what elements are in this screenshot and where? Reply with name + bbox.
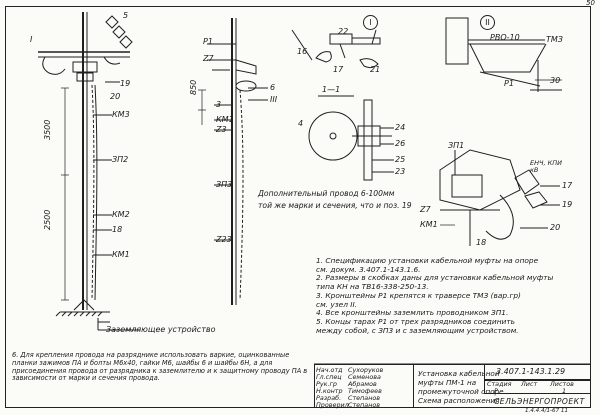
sheets-value: 1 bbox=[562, 387, 567, 395]
role-6: Проверил bbox=[316, 401, 349, 409]
stage-row bbox=[484, 380, 591, 394]
label-km2: КМ2 bbox=[112, 210, 130, 219]
label-km1-c: КМ1 bbox=[420, 220, 438, 229]
label-zp3: ЗП3 bbox=[216, 180, 233, 189]
note-line-2: см. докум. 3.407.1-143.1.6. bbox=[316, 264, 421, 274]
org-name: СЕЛЬЭНЕРГОПРОЕКТ bbox=[494, 397, 585, 406]
role-2: Гл.спец bbox=[316, 373, 342, 381]
dim-3500: 3500 bbox=[43, 119, 52, 140]
note-line-4: типа КН на ТВ16-338-250-13. bbox=[316, 282, 429, 292]
label-n30: 30 bbox=[550, 76, 561, 85]
dim-2500: 2500 bbox=[43, 209, 52, 230]
notes-block: 1. Спецификацию установки кабельной муфт… bbox=[316, 256, 588, 336]
label-n16: 16 bbox=[297, 47, 308, 56]
label-km1: КМ1 bbox=[112, 250, 130, 259]
role-4: Н.контр bbox=[316, 387, 343, 395]
col-sheets: Листов bbox=[550, 380, 574, 388]
col-stage: Стадия bbox=[487, 380, 512, 388]
label-z23: Z23 bbox=[216, 235, 232, 244]
label-v1: I bbox=[30, 35, 33, 44]
note-line-6: см. узел II. bbox=[316, 299, 357, 309]
name-6: Степанов bbox=[348, 401, 381, 409]
label-tmz: ТМЗ bbox=[546, 35, 563, 44]
note-line-5: 3. Кронштейны Р1 крепятся к траверсе ТМЗ… bbox=[316, 290, 521, 300]
name-2: Семенова bbox=[348, 373, 381, 381]
label-n21: 21 bbox=[370, 65, 381, 74]
extra-wire-label: Дополнительный провод 6-100мм bbox=[258, 189, 395, 198]
label-n20b: 20 bbox=[550, 223, 561, 232]
label-n20: 20 bbox=[110, 92, 121, 101]
title-line-3: промежуточной опоре bbox=[418, 387, 504, 396]
note-line-1: 1. Спецификацию установки кабельной муфт… bbox=[316, 256, 539, 265]
label-km3: КМ3 bbox=[112, 110, 130, 119]
label-n22: 22 bbox=[338, 27, 349, 36]
title-block-signatures bbox=[314, 364, 414, 408]
title-line-2: муфты ПМ-1 на bbox=[418, 378, 477, 387]
note-line-3: 2. Размеры в скобках даны для установки … bbox=[316, 273, 554, 283]
corner-number: 50 bbox=[586, 0, 595, 7]
bottom-note: 6. Для крепления провода на разряднике и… bbox=[12, 351, 308, 383]
label-z3: Z3 bbox=[216, 125, 227, 134]
role-5: Разраб. bbox=[316, 394, 342, 402]
label-km1-b: КМ1 bbox=[216, 115, 234, 124]
name-3: Абрамов bbox=[348, 380, 377, 388]
dim-850: 850 bbox=[189, 79, 198, 95]
note-line-8: 5. Концы тарах Р1 от трех разрядников со… bbox=[316, 317, 516, 327]
label-p1-b: P1 bbox=[504, 79, 514, 88]
extra-wire-label-2: той же марки и сечения, что и поз. 19 bbox=[258, 201, 412, 210]
label-n18: 18 bbox=[112, 225, 123, 234]
label-n18b: 18 bbox=[476, 238, 487, 247]
label-v3: III bbox=[270, 95, 278, 104]
label-n6: 6 bbox=[270, 83, 276, 92]
label-n4: 4 bbox=[298, 119, 304, 128]
role-3: Рук.гр bbox=[316, 380, 337, 388]
label-pvo: РВО-10 bbox=[490, 33, 520, 42]
label-z7: Z7 bbox=[203, 54, 214, 63]
ground-device-label: Заземляющее устройство bbox=[106, 325, 216, 334]
label-n19: 19 bbox=[120, 79, 131, 88]
label-z7b: Z7 bbox=[420, 205, 431, 214]
label-n3: 3 bbox=[216, 100, 222, 109]
section-label: 1—1 bbox=[322, 85, 341, 94]
note-line-7: 4. Все кронштейны заземлить проводником … bbox=[316, 308, 509, 318]
label-n17: 17 bbox=[333, 65, 344, 74]
label-n25: 25 bbox=[395, 155, 406, 164]
label-n23: 23 bbox=[395, 167, 406, 176]
label-n24: 24 bbox=[395, 123, 406, 132]
name-5: Степанов bbox=[348, 394, 381, 402]
footer-code: 1.4.4.4/1-67 11 bbox=[525, 408, 569, 414]
title-block-code-cell bbox=[484, 364, 591, 380]
name-4: Тимофеев bbox=[348, 387, 382, 395]
name-1: Сухоруков bbox=[348, 366, 384, 374]
role-1: Нач.отд bbox=[316, 366, 343, 374]
label-n19b: 19 bbox=[562, 200, 573, 209]
label-n5a: 5 bbox=[123, 11, 129, 20]
note-line-9: между собой, с ЗП3 и с заземляющим устро… bbox=[316, 325, 519, 335]
label-p1-a: P1 bbox=[203, 37, 213, 46]
label-n26: 26 bbox=[395, 139, 406, 148]
title-line-4: Схема расположения bbox=[418, 396, 500, 405]
view-marker-1: I bbox=[363, 15, 378, 30]
label-zp2: ЗП2 bbox=[112, 155, 129, 164]
label-ikv: ЕНЧ, КПИ кВ bbox=[530, 159, 562, 174]
view-marker-2: II bbox=[480, 15, 495, 30]
sheet-frame bbox=[5, 6, 591, 408]
label-n17b: 17 bbox=[562, 181, 573, 190]
title-line-1: Установка кабельной bbox=[418, 369, 500, 378]
drawing-code: 3.407.1-143.1.29 bbox=[496, 367, 566, 376]
col-sheet: Лист bbox=[521, 380, 538, 388]
stage-value: Р bbox=[494, 387, 498, 395]
label-zp1: ЗП1 bbox=[448, 141, 465, 150]
